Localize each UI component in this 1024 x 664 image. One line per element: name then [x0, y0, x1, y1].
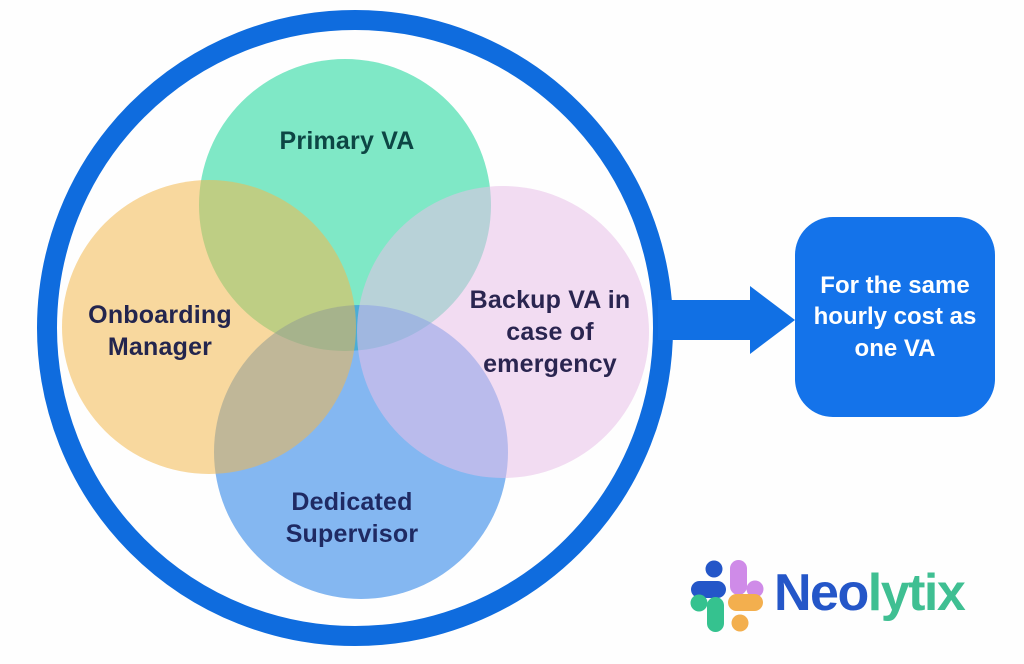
logo-word-lytix: lytix: [867, 564, 966, 622]
arrow-right-icon: [658, 286, 795, 354]
logo-word-neo: Neo: [774, 564, 869, 622]
circle-onboarding-manager: [62, 180, 356, 474]
label-dedicated-supervisor: Dedicated Supervisor: [285, 488, 419, 548]
neolytix-logo-icon: [690, 560, 764, 632]
label-primary-va: Primary VA: [279, 127, 415, 155]
logo-motif-orange: [728, 594, 763, 632]
circle-backup-va: [357, 186, 649, 478]
label-onboarding-manager: Onboarding Manager: [88, 301, 232, 361]
logo-motif-green: [690, 594, 724, 632]
logo-wordmark: Neolytix: [774, 564, 966, 625]
arrow-right-shape: [658, 286, 795, 354]
logo: Neolytix: [690, 558, 966, 634]
callout-box: For the same hourly cost as one VA: [795, 217, 995, 417]
callout-text: For the same hourly cost as one VA: [813, 272, 977, 362]
label-backup-va: Backup VA in case of emergency: [469, 286, 631, 378]
logo-motif-blue: [691, 560, 726, 598]
logo-motif-purple: [730, 560, 764, 598]
